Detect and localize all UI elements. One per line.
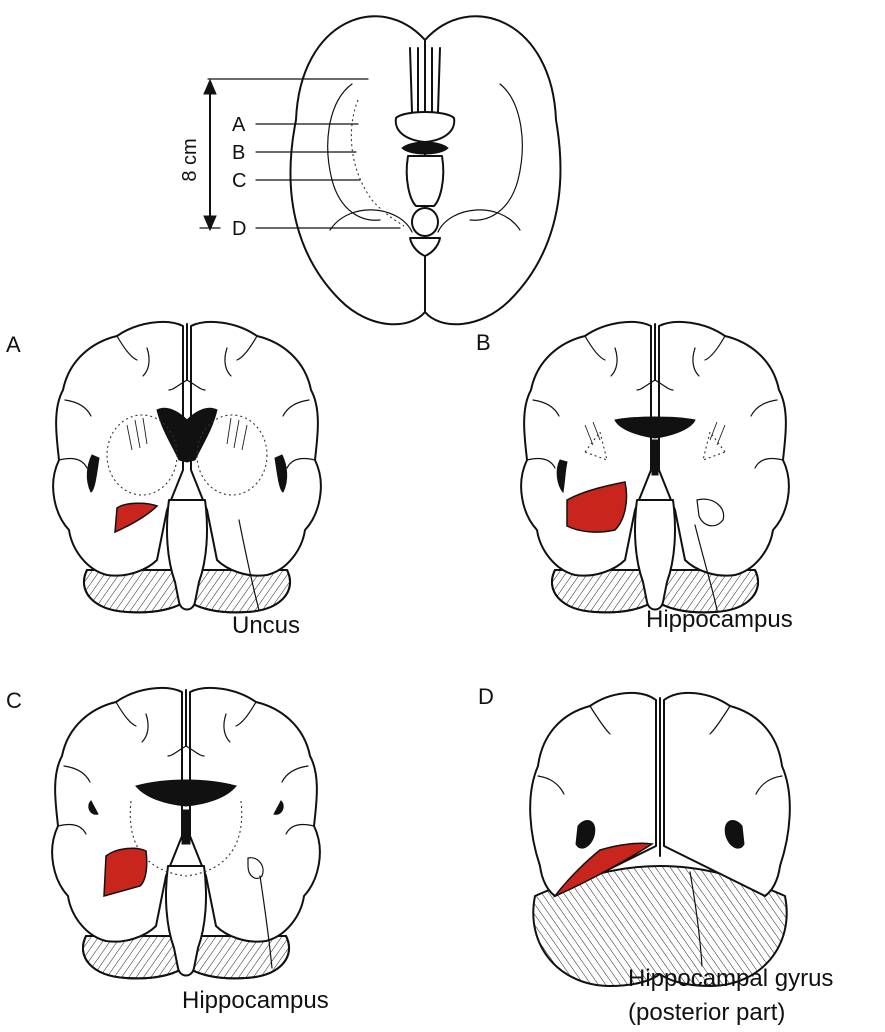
coronal-section-a	[53, 322, 321, 612]
panel-letter-b: B	[476, 330, 491, 355]
marker-C: C	[232, 170, 246, 192]
panel-letter-c: C	[6, 688, 22, 713]
label-hippocampal-gyrus-line2: (posterior part)	[628, 999, 785, 1026]
coronal-section-d	[530, 693, 790, 986]
label-hippocampal-gyrus-line1: Hippocampal gyrus	[628, 965, 833, 992]
label-uncus: Uncus	[232, 612, 300, 639]
label-hippocampus-c: Hippocampus	[182, 987, 329, 1014]
scale-label: 8 cm	[179, 138, 201, 181]
marker-B: B	[232, 142, 245, 164]
panel-letter-d: D	[478, 684, 494, 709]
ventral-brain-view	[200, 16, 560, 324]
label-hippocampus-b: Hippocampus	[646, 606, 793, 633]
marker-A: A	[232, 114, 246, 136]
marker-D: D	[232, 218, 246, 240]
panel-letter-a: A	[6, 332, 21, 357]
coronal-section-c	[52, 688, 320, 978]
coronal-section-b	[521, 322, 789, 612]
